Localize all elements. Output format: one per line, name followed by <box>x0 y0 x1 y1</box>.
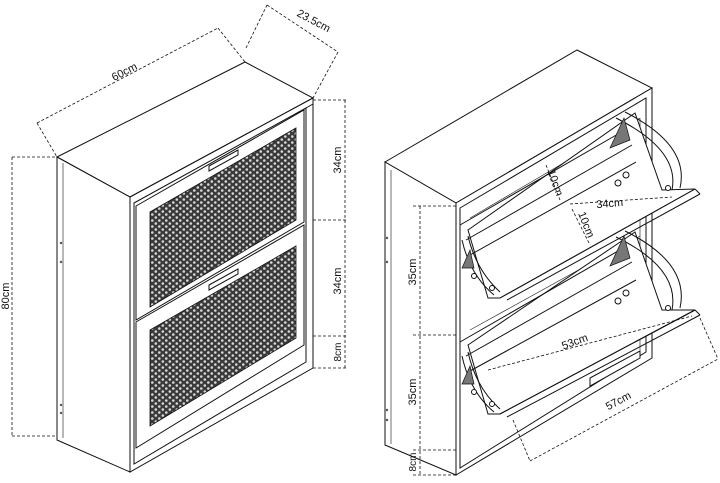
label-drawer-top: 34cm <box>332 147 344 174</box>
closed-cabinet <box>55 61 315 473</box>
cabinet-side-open <box>384 161 457 476</box>
label-open-lower: 35cm <box>407 379 419 406</box>
handle-lower-open <box>589 350 641 387</box>
label-base-right: 8cm <box>408 453 419 472</box>
cabinet-side <box>56 156 131 473</box>
mesh-panel-lower <box>149 245 297 427</box>
handle-upper <box>208 149 239 172</box>
label-open-upper: 35cm <box>407 259 419 286</box>
label-flap-depth: 34cm <box>596 197 624 211</box>
label-drawer-bottom: 34cm <box>332 268 344 295</box>
mesh-panel-upper <box>149 127 297 308</box>
label-width: 60cm <box>110 61 139 84</box>
handle-lower <box>208 268 239 291</box>
open-cabinet <box>384 49 701 476</box>
label-depth: 23.5cm <box>295 8 332 36</box>
label-open-depth: 57cm <box>604 390 633 413</box>
label-base-left: 8cm <box>333 343 344 362</box>
label-height: 80cm <box>0 283 12 310</box>
